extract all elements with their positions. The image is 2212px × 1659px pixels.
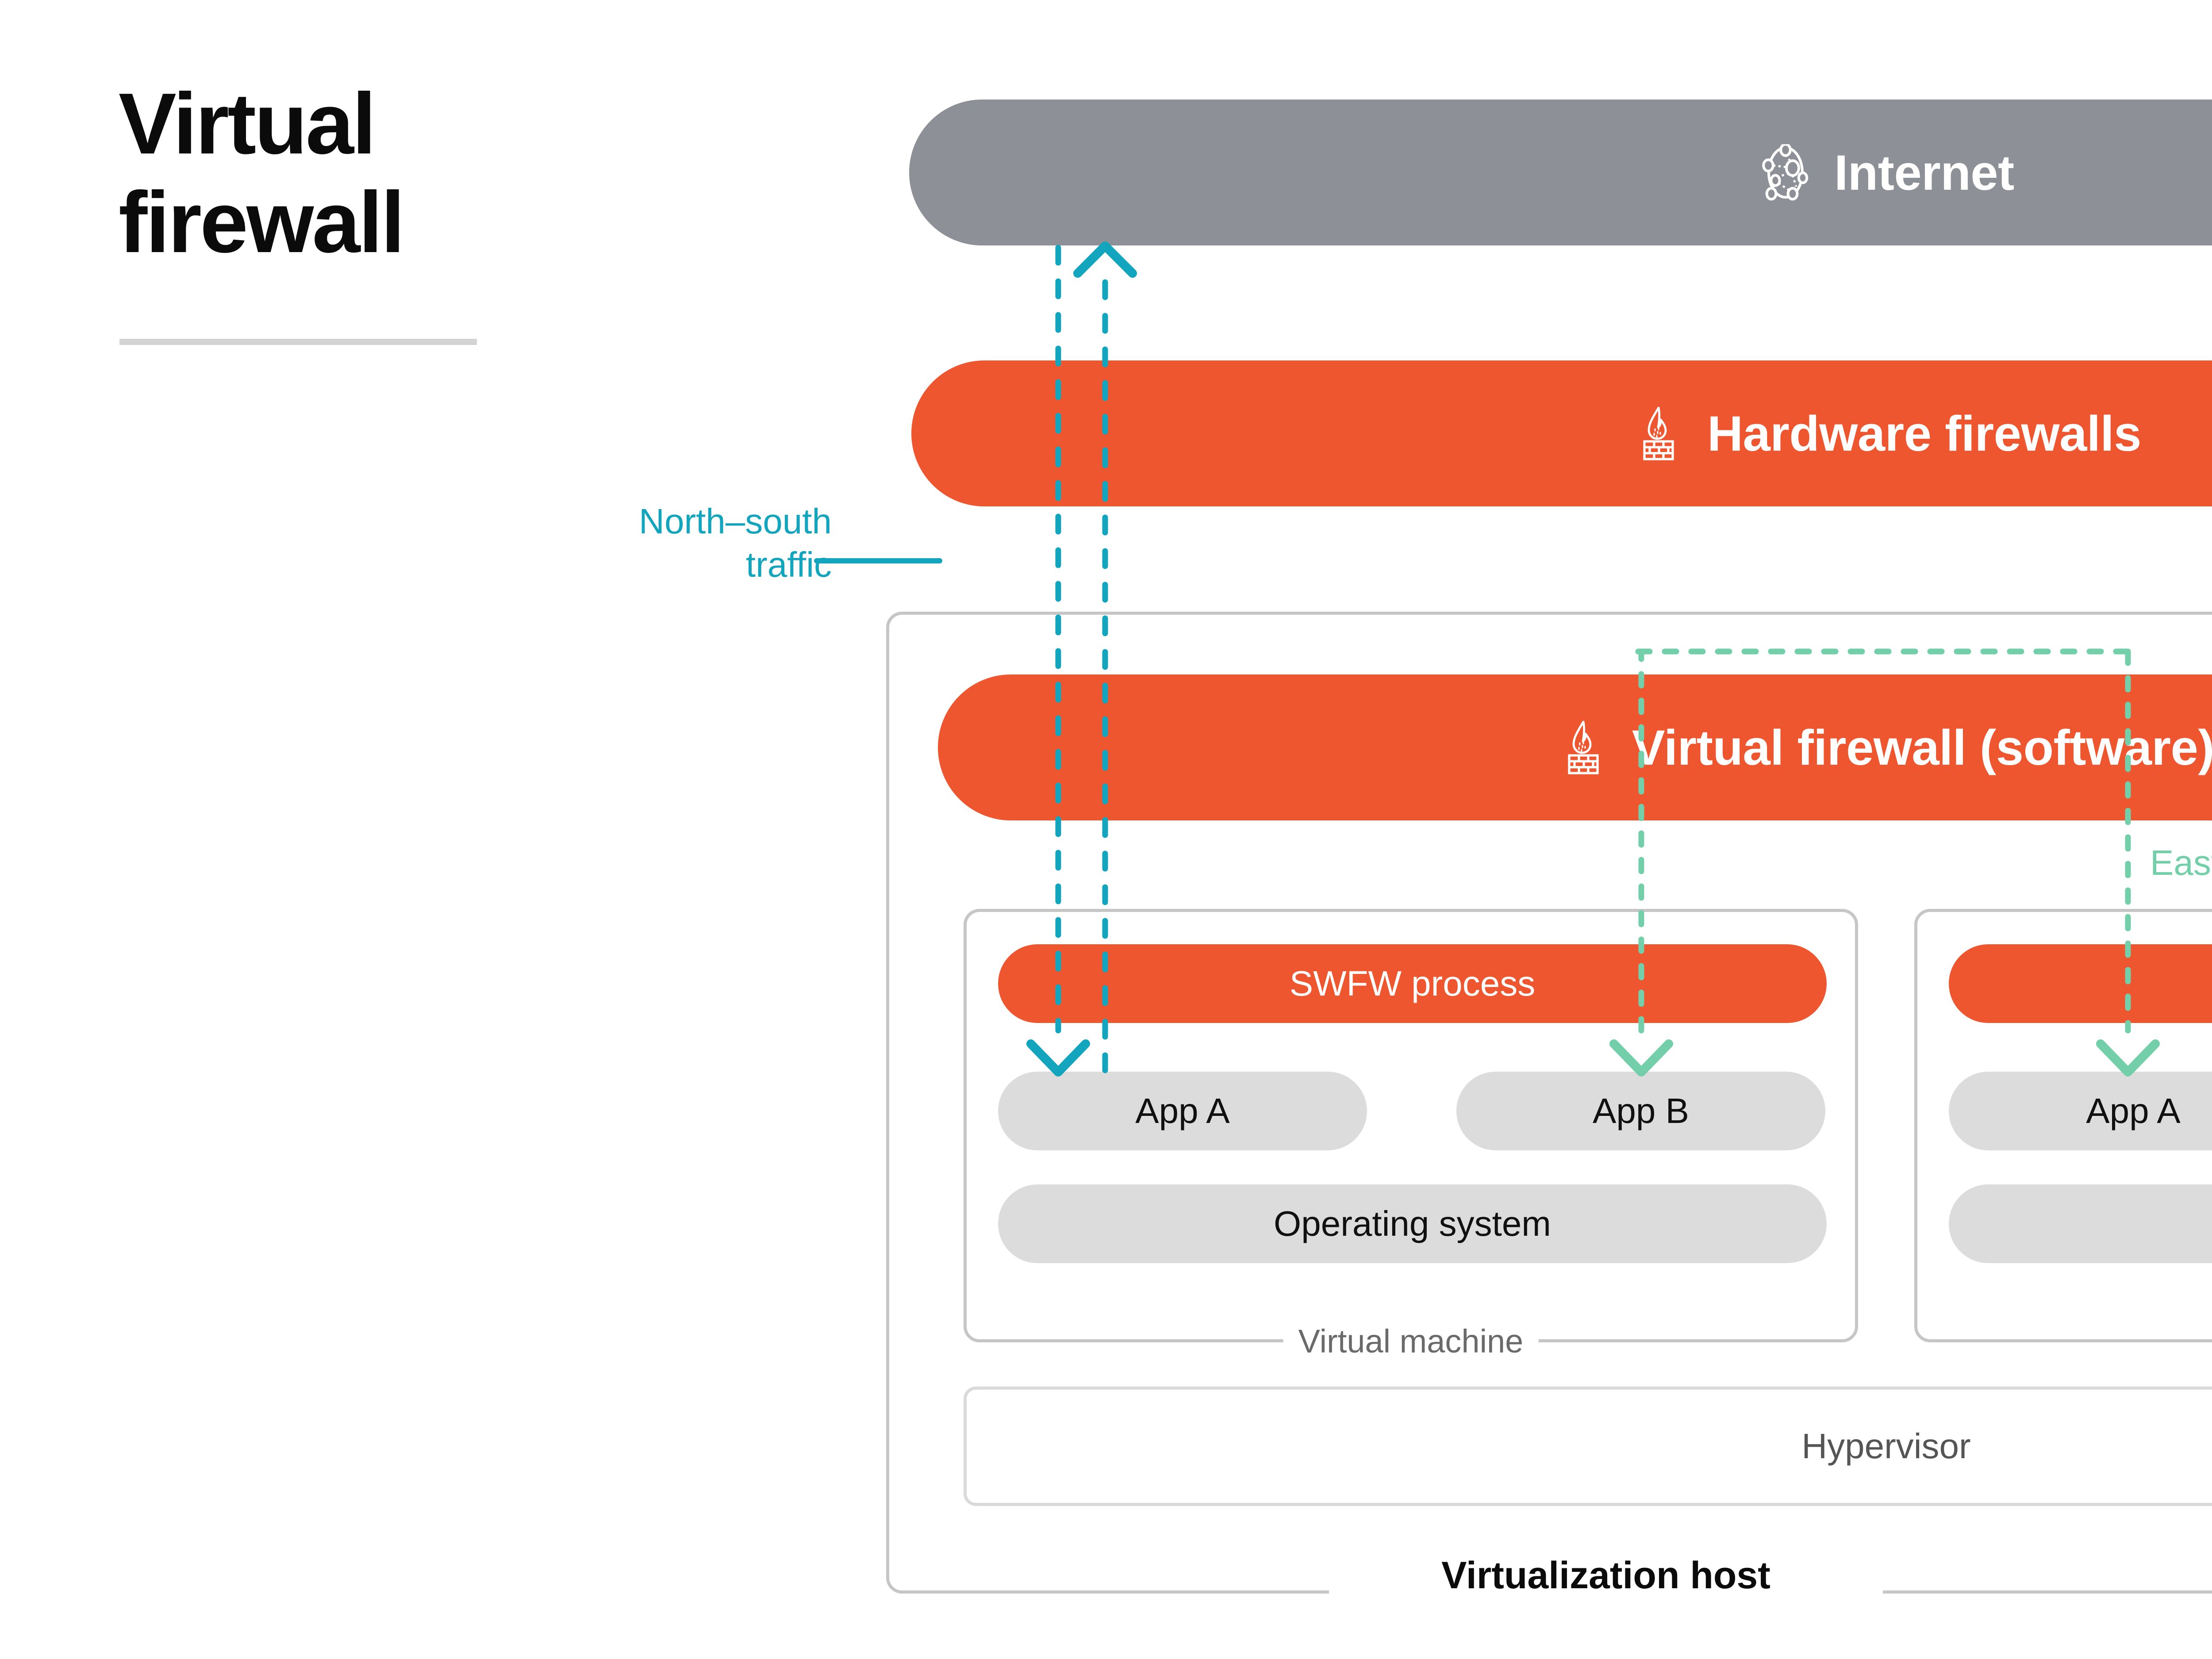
title-divider: [119, 339, 477, 345]
north-south-leader-line: [814, 558, 942, 563]
north-south-traffic-label-line2: traffic: [745, 544, 832, 584]
firewall-flame-brick-icon: [1555, 719, 1612, 776]
app-a-left-label: App A: [1135, 1091, 1230, 1130]
app-b-left-label: App B: [1593, 1091, 1689, 1130]
east-west-traffic-label: East-west traffic: [2150, 843, 2212, 882]
internet-bar: Internet: [909, 100, 2212, 245]
hypervisor-box: Hypervisor: [964, 1387, 2212, 1506]
virtual-machine-left-label: Virtual machine: [1283, 1322, 1539, 1360]
app-b-left: App B: [1456, 1072, 1825, 1150]
page-title: Virtual firewall: [119, 74, 561, 272]
hypervisor-label: Hypervisor: [1801, 1426, 1971, 1466]
north-south-traffic-label: North–south traffic: [549, 500, 832, 586]
north-south-up-arrowhead: [1073, 241, 1137, 278]
operating-system-left: Operating system: [998, 1184, 1827, 1263]
internet-bar-label: Internet: [1834, 145, 2014, 200]
network-globe-icon: [1757, 143, 1814, 201]
page-title-line2: firewall: [119, 174, 405, 271]
swfw-process-left: SWFW process: [998, 944, 1827, 1023]
north-south-traffic-label-line1: North–south: [639, 502, 832, 541]
hardware-firewalls-bar: Hardware firewalls: [911, 360, 2212, 506]
firewall-flame-brick-icon: [1630, 405, 1687, 462]
virtual-firewall-bar: Virtual firewall (software): [938, 674, 2212, 820]
hardware-firewalls-bar-label: Hardware firewalls: [1707, 406, 2141, 461]
operating-system-left-label: Operating system: [1274, 1204, 1551, 1243]
operating-system-right: Operating system: [1949, 1184, 2212, 1263]
swfw-process-left-label: SWFW process: [1289, 964, 1536, 1003]
app-a-left: App A: [998, 1072, 1367, 1150]
page-title-line1: Virtual: [119, 75, 376, 172]
app-a-right: App A: [1949, 1072, 2212, 1150]
swfw-process-right: SWFW process: [1949, 944, 2212, 1023]
app-a-right-label: App A: [2086, 1091, 2181, 1130]
virtual-machine-right-box: [1914, 909, 2212, 1342]
virtual-firewall-bar-label: Virtual firewall (software): [1632, 720, 2212, 775]
virtualization-host-label: Virtualization host: [1329, 1554, 1883, 1598]
